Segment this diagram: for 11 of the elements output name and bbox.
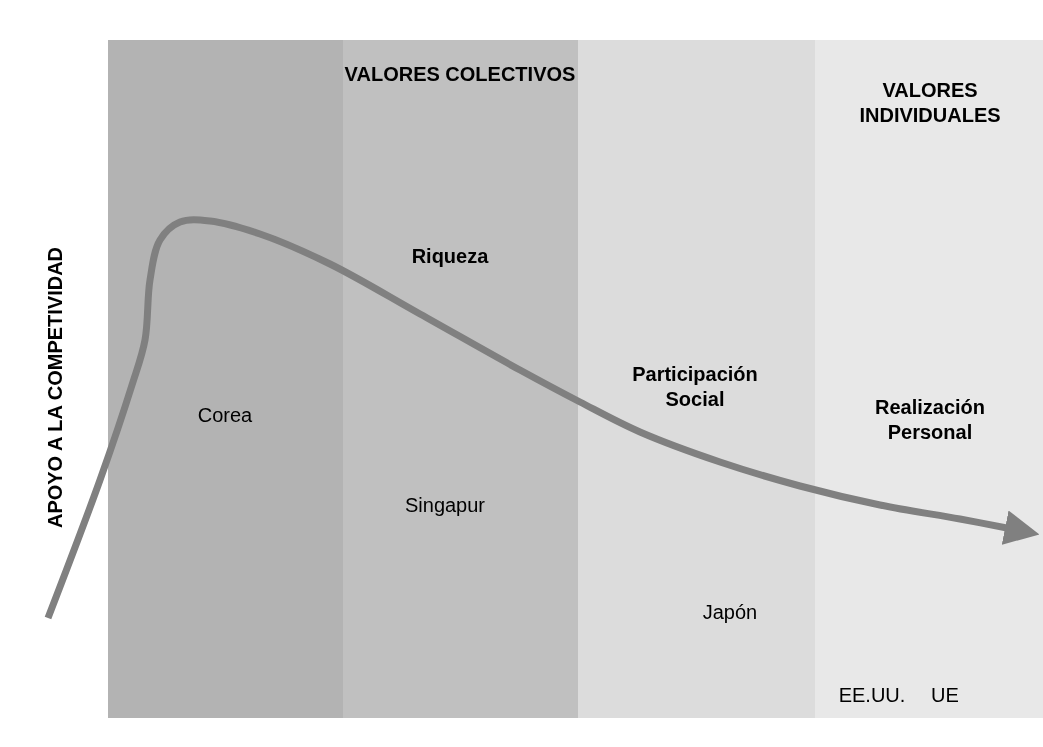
value-label: Realización Personal xyxy=(873,395,986,445)
country-label: Japón xyxy=(701,600,759,625)
country-label: Corea xyxy=(196,403,254,428)
section-heading: VALORES COLECTIVOS xyxy=(343,62,577,87)
country-label: UE xyxy=(930,683,960,708)
section-heading: VALORES INDIVIDUALES xyxy=(858,78,1002,128)
country-label: EE.UU. xyxy=(837,683,907,708)
country-label: Singapur xyxy=(403,493,487,518)
axis-label: APOYO A LA COMPETIVIDAD xyxy=(42,245,67,531)
value-label: Participación Social xyxy=(631,362,759,412)
value-label: Riqueza xyxy=(410,244,490,269)
